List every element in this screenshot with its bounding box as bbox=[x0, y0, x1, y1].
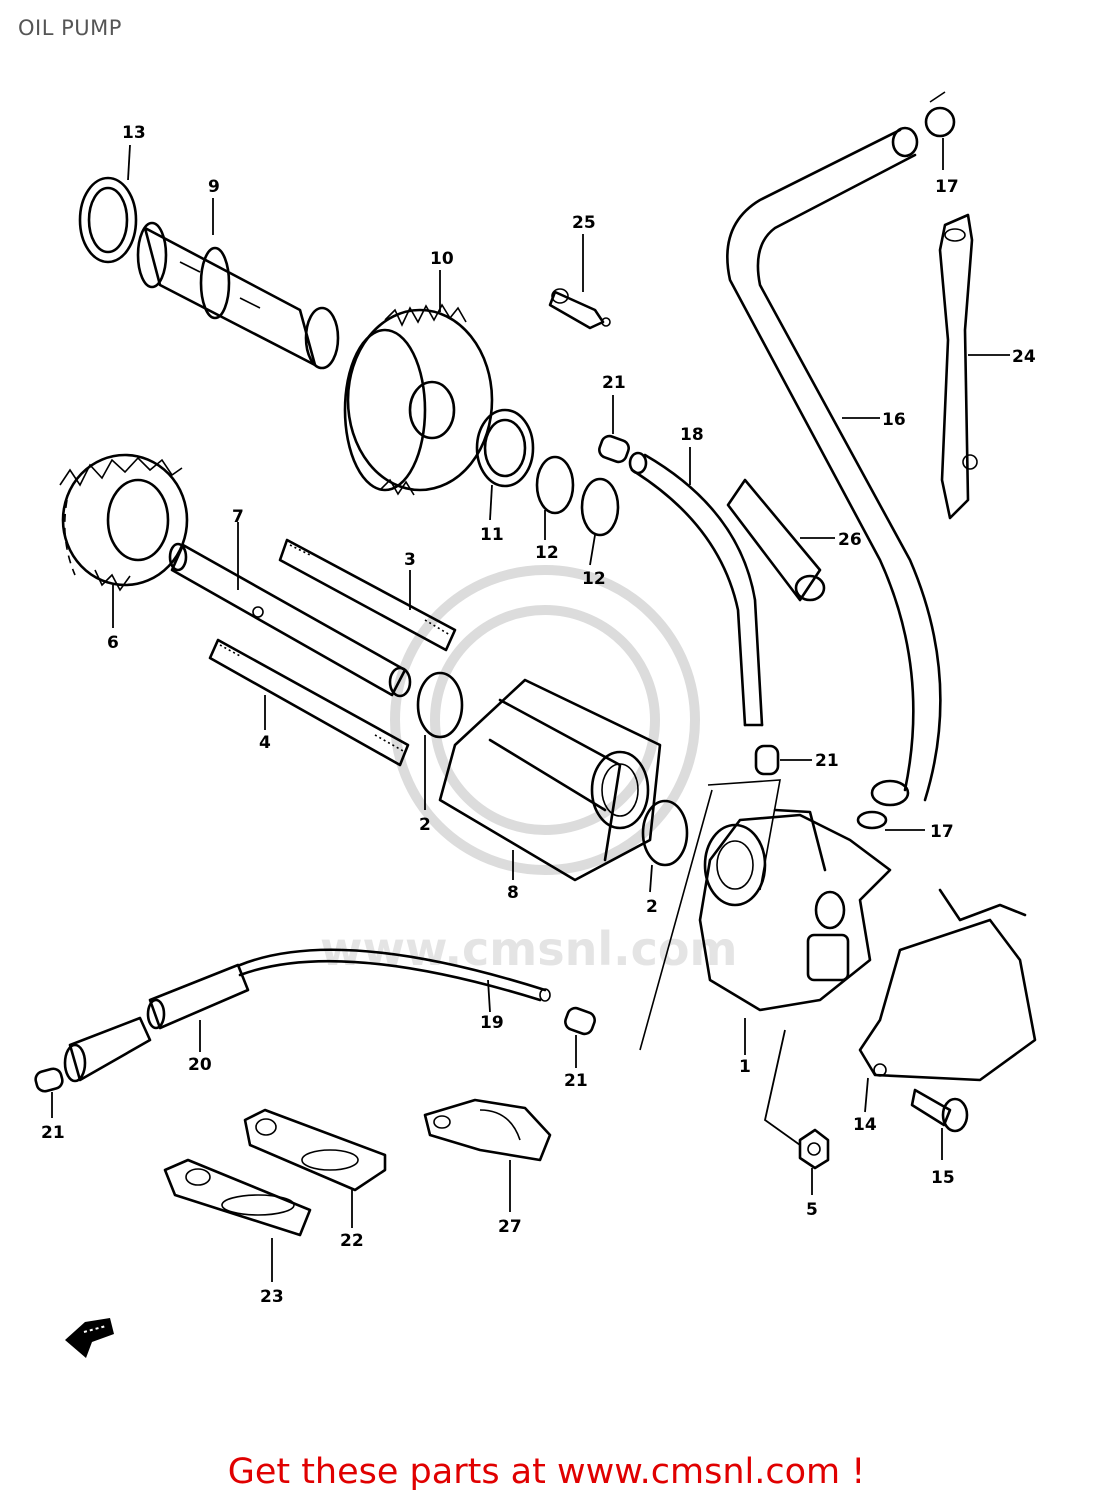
callout-5: 5 bbox=[806, 1200, 818, 1220]
callout-3: 3 bbox=[404, 550, 416, 570]
part-hose-18 bbox=[628, 451, 764, 727]
part-hose-26 bbox=[726, 478, 826, 602]
leader-lines bbox=[51, 138, 1010, 1282]
part-bolt-15 bbox=[910, 1088, 969, 1133]
part-housing-8 bbox=[438, 678, 662, 882]
part-sleeve-21-d bbox=[34, 1067, 64, 1093]
part-washer-13 bbox=[78, 176, 138, 264]
part-bracket-24 bbox=[938, 213, 978, 520]
callout-1: 1 bbox=[739, 1057, 751, 1077]
callout-26: 26 bbox=[838, 530, 862, 550]
part-sleeve-21-c bbox=[564, 1006, 596, 1036]
watermark-logo: www.cmsnl.com bbox=[320, 565, 737, 976]
callout-23: 23 bbox=[260, 1287, 284, 1307]
part-cover-14 bbox=[858, 888, 1037, 1082]
callout-8: 8 bbox=[507, 883, 519, 903]
page-title: OIL PUMP bbox=[18, 16, 122, 40]
part-gear-10 bbox=[343, 303, 494, 496]
callout-12-b: 12 bbox=[582, 569, 606, 589]
callout-17-bottom: 17 bbox=[930, 822, 954, 842]
callout-18: 18 bbox=[680, 425, 704, 445]
callout-11: 11 bbox=[480, 525, 504, 545]
promo-footer-link[interactable]: Get these parts at www.cmsnl.com ! bbox=[227, 1452, 866, 1492]
part-stud-4 bbox=[208, 638, 410, 767]
callout-21-mid: 21 bbox=[815, 751, 839, 771]
part-drive-shaft-9 bbox=[136, 221, 340, 370]
part-sleeve-20 bbox=[63, 963, 250, 1083]
watermark-text: www.cmsnl.com bbox=[320, 922, 737, 976]
part-sleeve-21-b bbox=[754, 744, 780, 776]
part-circlip-12-a bbox=[535, 455, 575, 515]
callout-6: 6 bbox=[107, 633, 119, 653]
part-circlip-12-b bbox=[580, 477, 620, 537]
part-clip-27 bbox=[423, 1098, 552, 1162]
callout-13: 13 bbox=[122, 123, 146, 143]
part-gear-6 bbox=[59, 453, 189, 592]
callout-14: 14 bbox=[853, 1115, 877, 1135]
callout-21-left: 21 bbox=[41, 1123, 65, 1143]
callout-24: 24 bbox=[1012, 347, 1036, 367]
part-clip-17-top bbox=[924, 91, 956, 138]
part-clamp-23 bbox=[163, 1158, 312, 1237]
part-oil-pump-1 bbox=[639, 779, 892, 1051]
callout-numbers: 13 9 10 25 17 24 16 21 18 11 12 12 26 6 … bbox=[41, 123, 1036, 1307]
callout-20: 20 bbox=[188, 1055, 212, 1075]
callout-16: 16 bbox=[882, 410, 906, 430]
exploded-parts-diagram: www.cmsnl.com bbox=[34, 91, 1037, 1358]
callout-19: 19 bbox=[480, 1013, 504, 1033]
callout-25: 25 bbox=[572, 213, 596, 233]
part-cable-19 bbox=[238, 948, 551, 1002]
part-pin-7 bbox=[168, 542, 412, 698]
arrow-left-icon bbox=[65, 1318, 114, 1358]
part-fitting-25 bbox=[548, 288, 611, 330]
part-clamp-22 bbox=[243, 1108, 387, 1192]
part-ring-11 bbox=[475, 408, 535, 488]
callout-27: 27 bbox=[498, 1217, 522, 1237]
callout-9: 9 bbox=[208, 177, 220, 197]
callout-21-bottom: 21 bbox=[564, 1071, 588, 1091]
part-nut-5 bbox=[798, 1128, 830, 1170]
part-sleeve-21-a bbox=[598, 434, 630, 464]
callout-2-a: 2 bbox=[419, 815, 431, 835]
callout-15: 15 bbox=[931, 1168, 955, 1188]
callout-12-a: 12 bbox=[535, 543, 559, 563]
callout-7: 7 bbox=[232, 507, 244, 527]
callout-2-b: 2 bbox=[646, 897, 658, 917]
part-hose-16 bbox=[726, 126, 942, 807]
callout-17-top: 17 bbox=[935, 177, 959, 197]
callout-10: 10 bbox=[430, 249, 454, 269]
part-stud-3 bbox=[278, 538, 457, 652]
callout-21-top: 21 bbox=[602, 373, 626, 393]
part-oring-2-a bbox=[416, 671, 464, 739]
callout-4: 4 bbox=[259, 733, 271, 753]
part-clip-17-bottom bbox=[856, 810, 888, 830]
callout-22: 22 bbox=[340, 1231, 364, 1251]
part-oring-2-b bbox=[641, 799, 689, 867]
